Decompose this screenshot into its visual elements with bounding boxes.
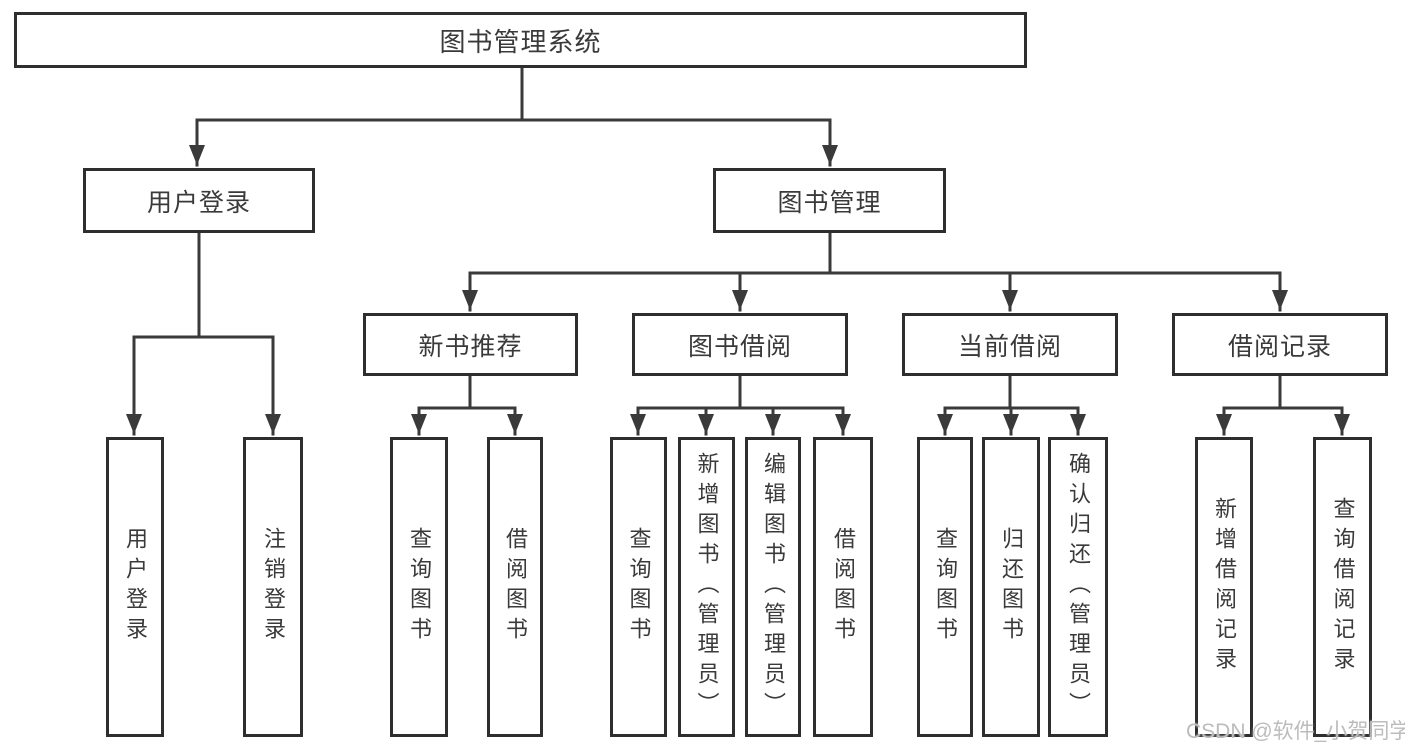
leaf-label: 借阅图书 <box>503 527 528 647</box>
leaf-edit-book-admin: 编辑图书（管理员） <box>745 437 801 737</box>
leaf-label: 确认归还（管理员） <box>1066 452 1091 722</box>
leaf-confirm-return-admin: 确认归还（管理员） <box>1048 437 1108 737</box>
leaf-query-borrow-record: 查询借阅记录 <box>1313 437 1372 737</box>
node-root: 图书管理系统 <box>14 12 1027 68</box>
leaf-label: 注销登录 <box>261 527 286 647</box>
node-borrow-record: 借阅记录 <box>1172 313 1388 376</box>
node-new-book-recommend: 新书推荐 <box>363 313 578 376</box>
csdn-watermark: CSDN @软件_小贺同学 <box>1186 720 1405 743</box>
node-current-borrow-label: 当前借阅 <box>957 332 1062 361</box>
node-user-login-label: 用户登录 <box>146 188 251 217</box>
leaf-label: 用户登录 <box>123 527 148 647</box>
leaf-label: 查询图书 <box>626 527 652 647</box>
node-new-book-recommend-label: 新书推荐 <box>418 332 523 361</box>
leaf-label: 归还图书 <box>999 527 1024 647</box>
leaf-label: 查询借阅记录 <box>1330 497 1356 677</box>
node-current-borrow: 当前借阅 <box>902 313 1118 376</box>
node-book-management: 图书管理 <box>713 168 946 233</box>
node-book-borrow-label: 图书借阅 <box>687 332 792 361</box>
node-user-login: 用户登录 <box>83 168 315 233</box>
node-borrow-record-label: 借阅记录 <box>1227 332 1332 361</box>
node-book-borrow: 图书借阅 <box>632 313 848 376</box>
leaf-user-login: 用户登录 <box>106 437 164 737</box>
leaf-add-book-admin: 新增图书（管理员） <box>678 437 735 737</box>
node-book-management-label: 图书管理 <box>777 188 882 217</box>
node-root-label: 图书管理系统 <box>439 26 602 57</box>
leaf-label: 新增图书（管理员） <box>694 452 720 722</box>
leaf-label: 借阅图书 <box>831 527 856 647</box>
leaf-query-book-3: 查询图书 <box>917 437 973 737</box>
leaf-logout: 注销登录 <box>243 437 303 737</box>
leaf-label: 新增借阅记录 <box>1212 497 1237 677</box>
leaf-add-borrow-record: 新增借阅记录 <box>1195 437 1253 737</box>
leaf-query-book-1: 查询图书 <box>390 437 448 737</box>
leaf-borrow-book-2: 借阅图书 <box>813 437 873 737</box>
leaf-return-book: 归还图书 <box>982 437 1040 737</box>
leaf-label: 查询图书 <box>933 527 958 647</box>
leaf-borrow-book-1: 借阅图书 <box>487 437 543 737</box>
leaf-label: 编辑图书（管理员） <box>761 452 786 722</box>
leaf-query-book-2: 查询图书 <box>610 437 667 737</box>
leaf-label: 查询图书 <box>407 527 432 647</box>
